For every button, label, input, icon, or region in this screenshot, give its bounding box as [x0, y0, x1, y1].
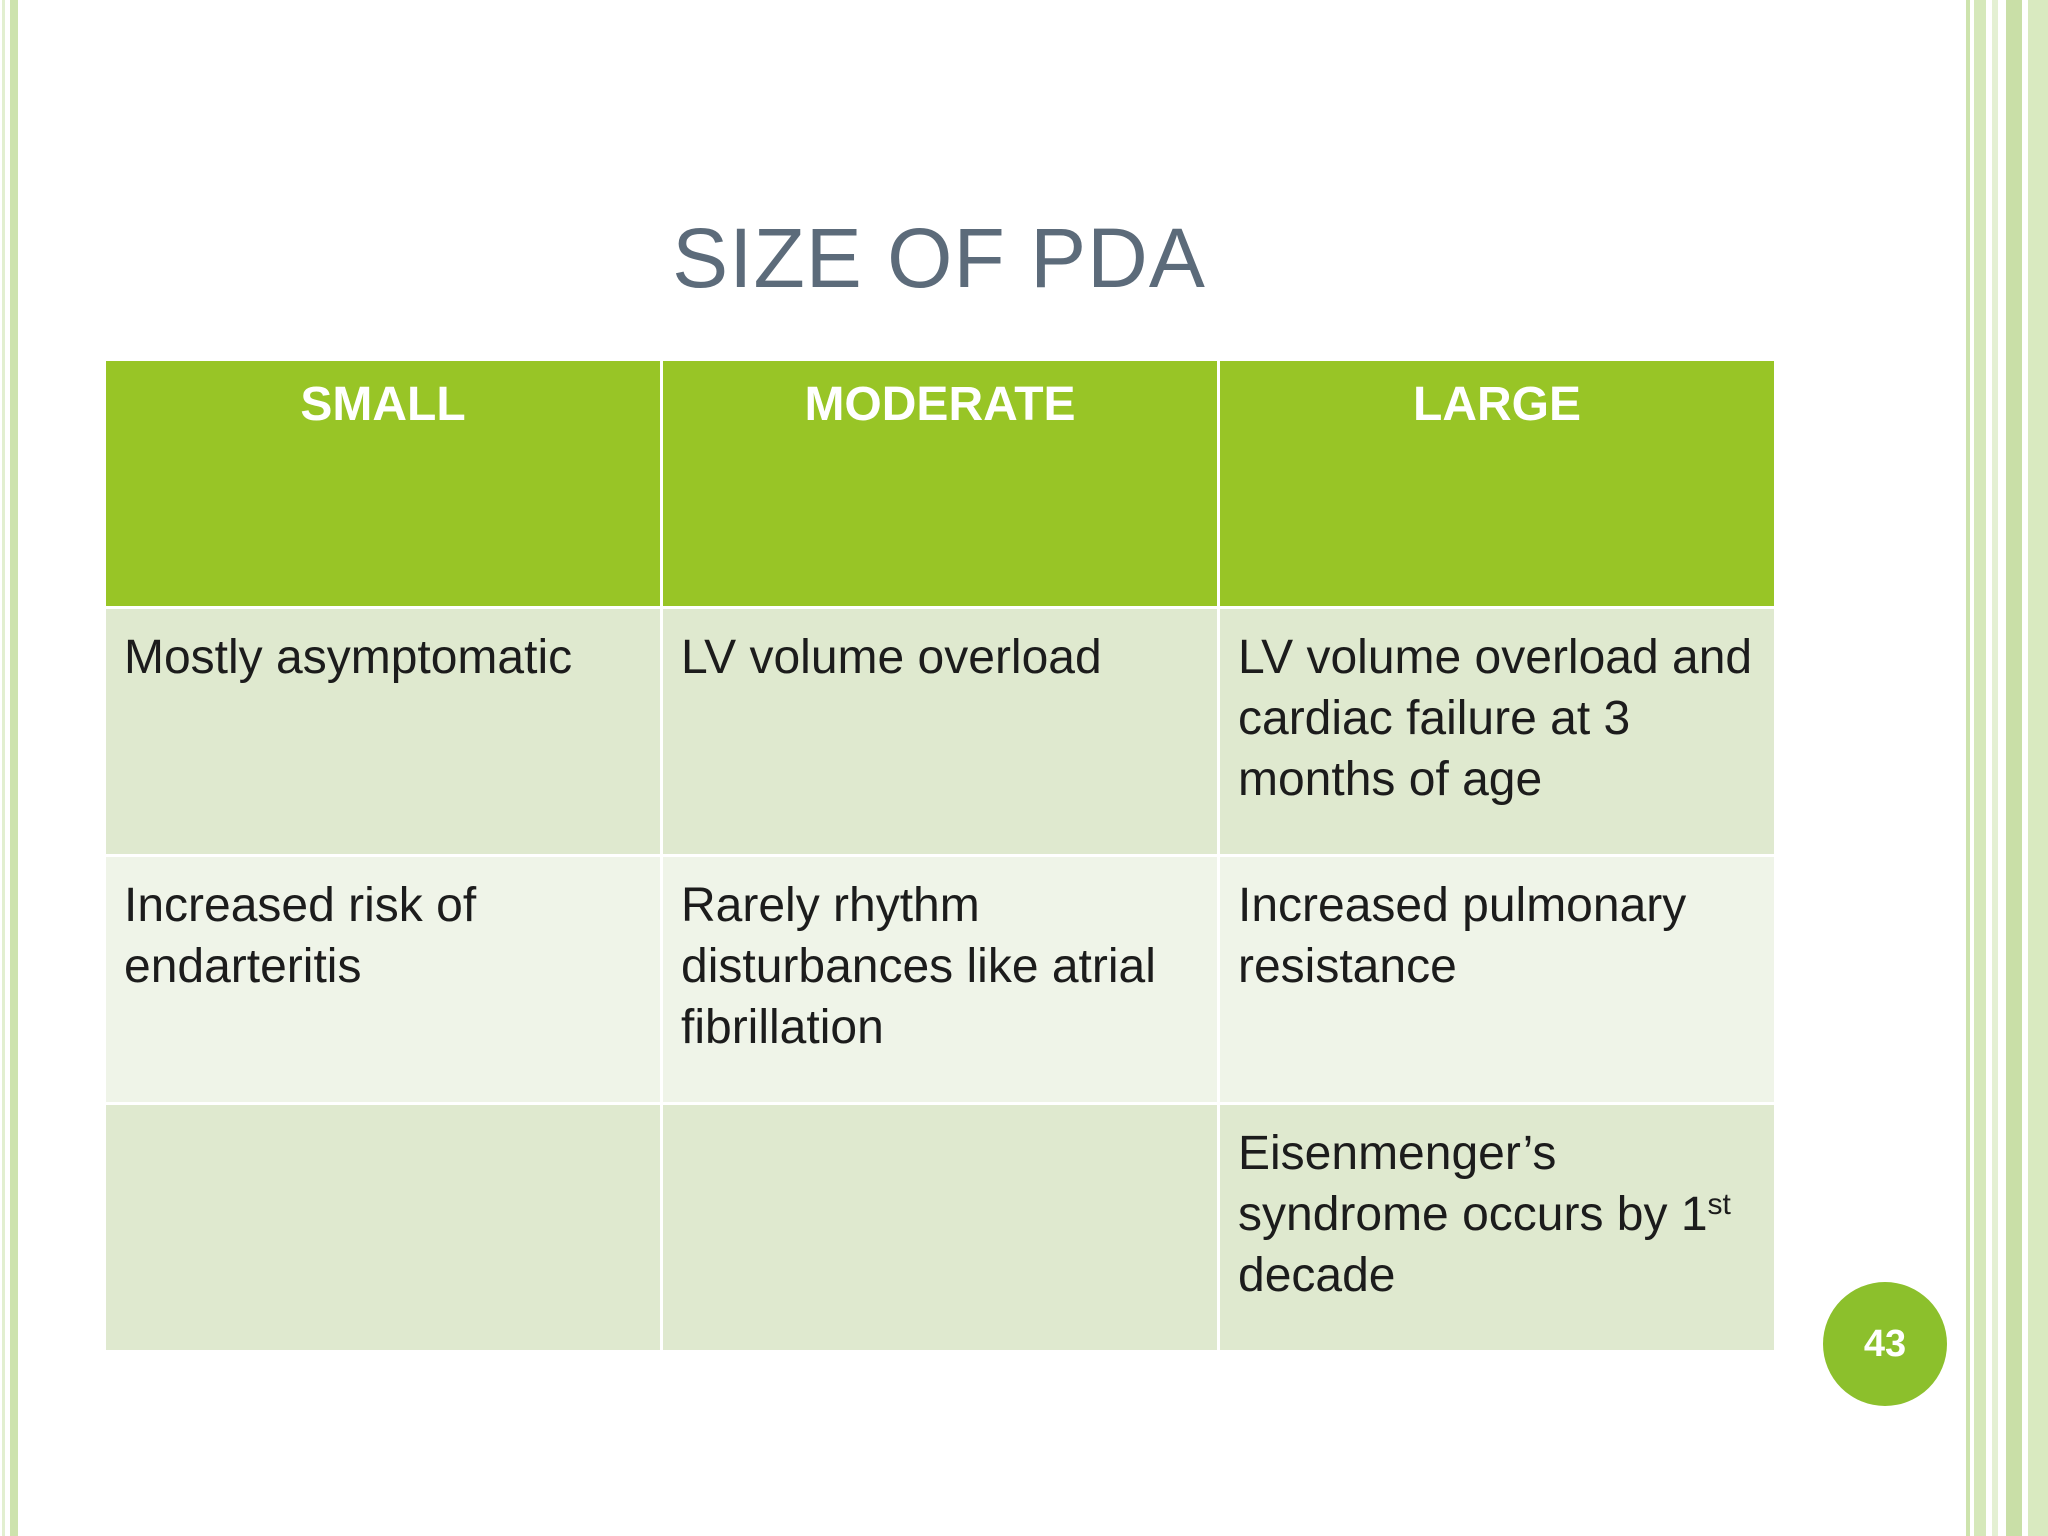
table-row: Mostly asymptomatic LV volume overload L… — [103, 606, 1777, 857]
table-header-row: SMALL MODERATE LARGE — [103, 358, 1777, 609]
slide-title: SIZE OF PDA — [672, 211, 1206, 305]
ordinal-superscript: st — [1707, 1188, 1731, 1221]
table-cell: Increased pulmonary resistance — [1217, 854, 1777, 1105]
table-cell-empty — [103, 1102, 663, 1353]
table-cell: Increased risk of endarteritis — [103, 854, 663, 1105]
right-border-line — [1992, 0, 1998, 1536]
table-row: Increased risk of endarteritis Rarely rh… — [103, 854, 1777, 1105]
page-number-badge: 43 — [1823, 1282, 1947, 1406]
table-cell-empty — [660, 1102, 1220, 1353]
right-border-line — [1974, 0, 1986, 1536]
right-border — [1962, 0, 2048, 1536]
table-row: Eisenmenger’s syndrome occurs by 1st dec… — [103, 1102, 1777, 1353]
table-cell: LV volume overload — [660, 606, 1220, 857]
left-border-stripe — [10, 0, 18, 1536]
cell-text: decade — [1238, 1249, 1396, 1302]
table-cell: Eisenmenger’s syndrome occurs by 1st dec… — [1217, 1102, 1777, 1353]
header-moderate: MODERATE — [660, 358, 1220, 609]
table-cell: LV volume overload and cardiac failure a… — [1217, 606, 1777, 857]
right-border-line — [2028, 0, 2048, 1536]
right-border-line — [1966, 0, 1970, 1536]
header-large: LARGE — [1217, 358, 1777, 609]
left-border-thin — [2, 0, 5, 1536]
right-border-line — [2006, 0, 2022, 1536]
pda-size-table: SMALL MODERATE LARGE Mostly asymptomatic… — [103, 358, 1777, 1353]
table-cell: Rarely rhythm disturbances like atrial f… — [660, 854, 1220, 1105]
header-small: SMALL — [103, 358, 663, 609]
table-cell: Mostly asymptomatic — [103, 606, 663, 857]
cell-text: Eisenmenger’s syndrome occurs by 1 — [1238, 1127, 1708, 1241]
